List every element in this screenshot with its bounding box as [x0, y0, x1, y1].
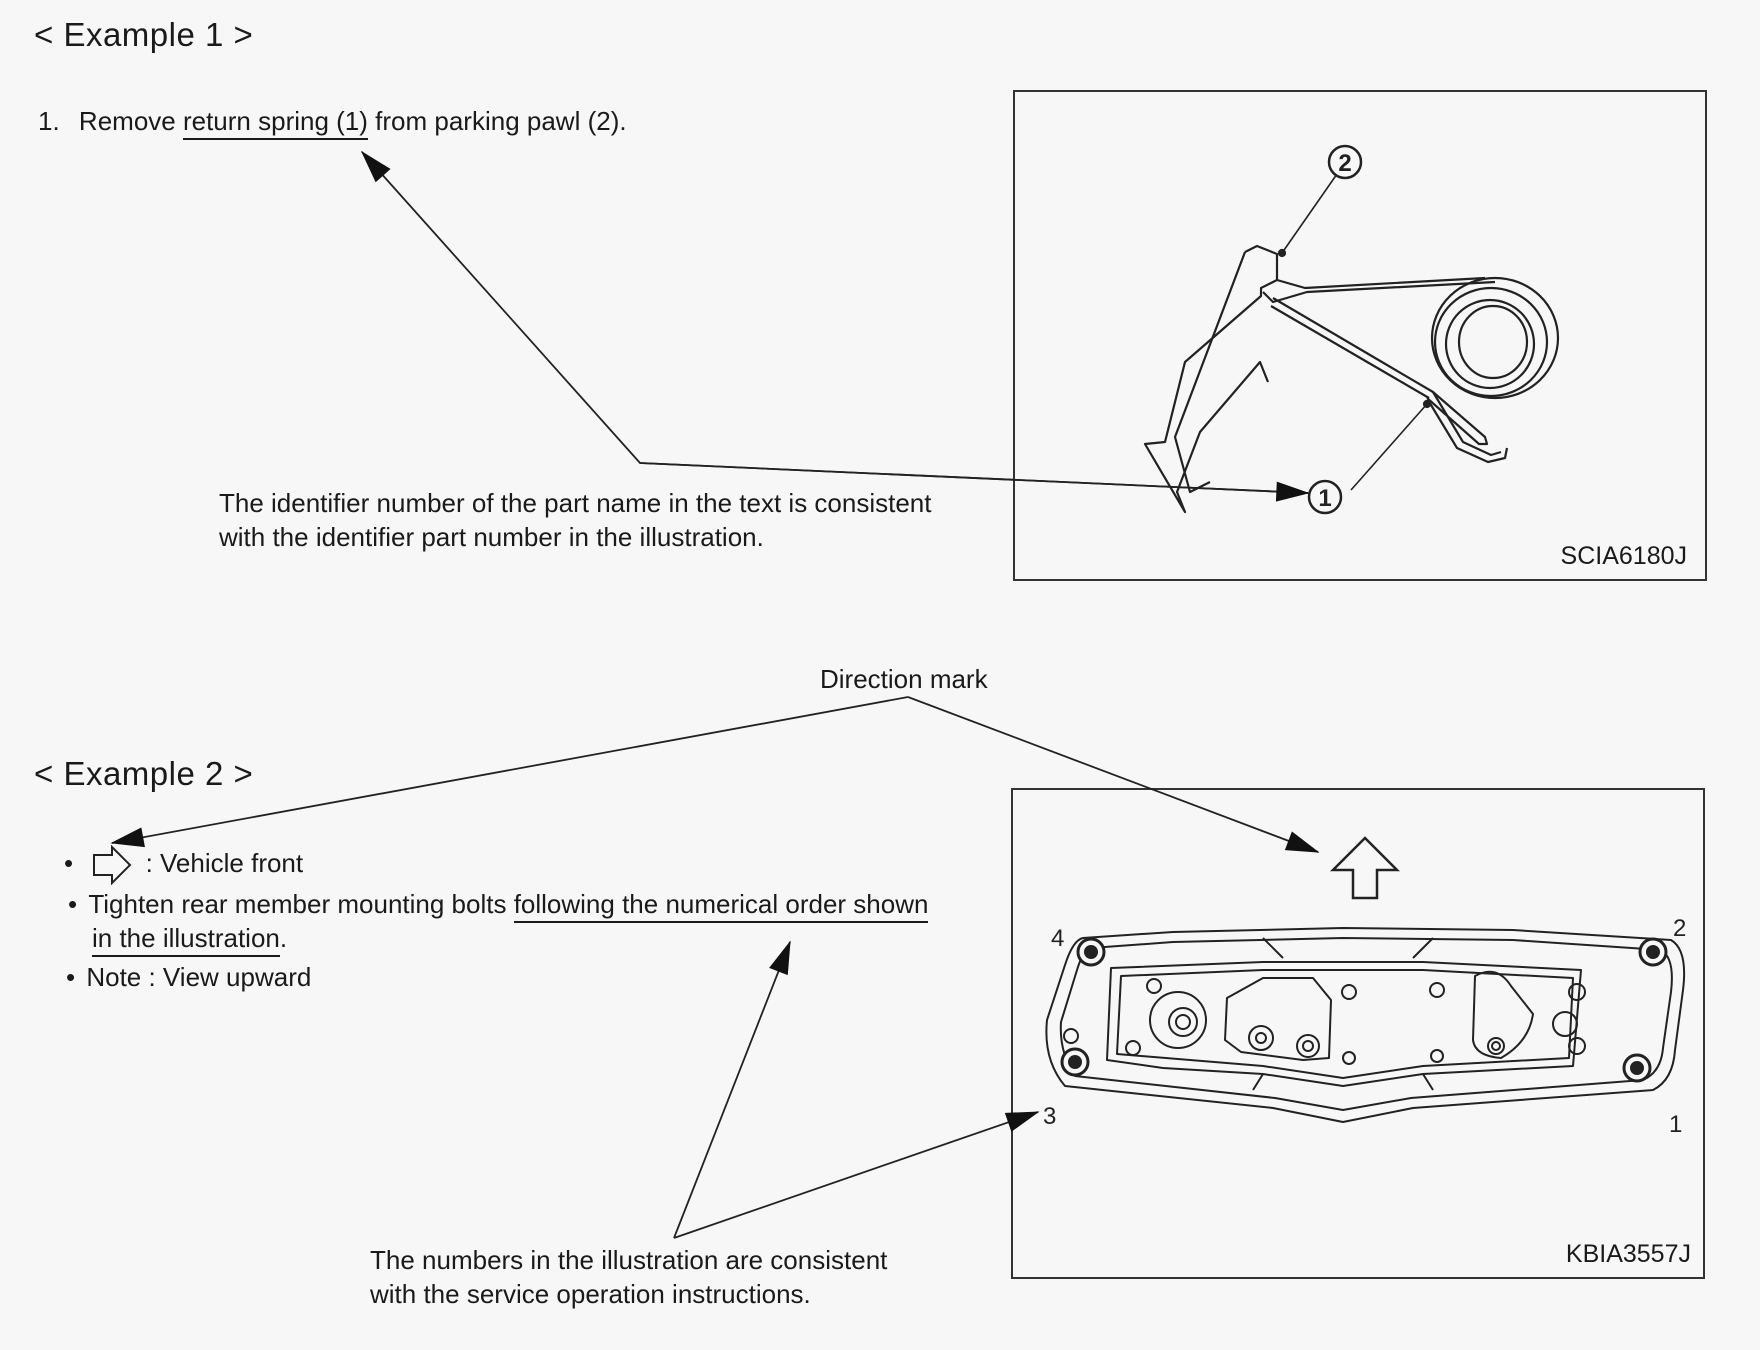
example-1-heading: < Example 1 >: [34, 16, 254, 53]
bolt-label-2: 2: [1673, 915, 1686, 942]
example-1-callout-line1: The identifier number of the part name i…: [219, 488, 932, 518]
label-1: 1: [1318, 485, 1331, 512]
tighten-line2-underlined: in the illustration: [92, 923, 280, 957]
arrow-to-bolt-3: [673, 1111, 1040, 1239]
figure-2-code: KBIA3557J: [1565, 1240, 1691, 1268]
bullet-vehicle-front: • : Vehicle front: [64, 844, 304, 886]
bullet-note: • Note : View upward: [66, 962, 311, 993]
figure-1-code: SCIA6180J: [1560, 542, 1687, 570]
step-number: 1.: [38, 106, 60, 136]
arrow-to-underline-2: [673, 940, 791, 1239]
bolt-label-3: 3: [1043, 1103, 1056, 1130]
bullet-dot: •: [68, 889, 78, 919]
bolt-label-4: 4: [1051, 925, 1064, 952]
example-2-heading: < Example 2 >: [34, 755, 254, 792]
arrow-to-label-1: [639, 462, 1310, 502]
step-text-underlined: return spring (1): [182, 106, 368, 140]
step-text-before: Remove: [78, 106, 183, 136]
direction-mark-label: Direction mark: [820, 664, 988, 694]
circled-2-marker: [1327, 144, 1363, 180]
figure-2-box: 1 2 3 4 KBIA3557J: [1011, 788, 1705, 1279]
note-text: Note : View upward: [86, 962, 312, 992]
bullet-tighten-line1: • Tighten rear member mounting bolts fol…: [68, 889, 929, 923]
example-1-callout-line2: with the identifier part number in the i…: [219, 522, 764, 552]
arrow-to-underline-1: [360, 150, 1309, 494]
bullet-dot: •: [64, 847, 74, 878]
parking-pawl-illustration: 2 1: [1143, 144, 1560, 515]
label-2: 2: [1338, 150, 1351, 177]
arrow-to-direction-mark: [907, 696, 1320, 853]
bullet-tighten-line2: in the illustration.: [92, 923, 288, 957]
vehicle-front-text: : Vehicle front: [145, 847, 304, 878]
tighten-text-before: Tighten rear member mounting bolts: [88, 889, 514, 919]
rear-member-illustration: 1 2 3 4: [1043, 836, 1686, 1138]
step-text-after: from parking pawl (2).: [367, 106, 627, 136]
example-1-step: 1. Remove return spring (1) from parking…: [38, 106, 627, 140]
tighten-text-underlined: following the numerical order shown: [513, 889, 929, 923]
tighten-line2-after: .: [279, 923, 288, 953]
example-2-callout-line2: with the service operation instructions.: [370, 1279, 811, 1309]
figure-1-box: 2 1 SCIA6180J: [1013, 90, 1707, 581]
direction-up-arrow-icon: [1329, 836, 1401, 900]
example-2-callout-line1: The numbers in the illustration are cons…: [370, 1245, 888, 1275]
bullet-dot: •: [66, 962, 76, 992]
arrow-to-vehicle-front: [110, 696, 909, 848]
vehicle-front-arrow-icon: [93, 844, 132, 886]
bolt-label-1: 1: [1669, 1111, 1682, 1138]
